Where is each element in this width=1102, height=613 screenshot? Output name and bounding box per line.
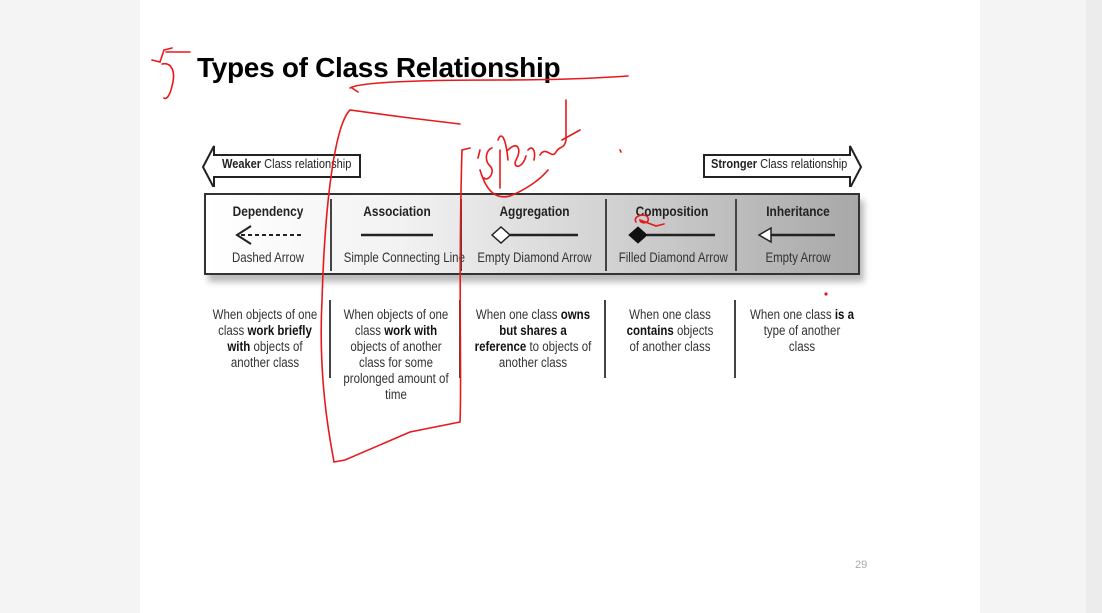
column-header: Inheritance [766,203,830,219]
column-header: Composition [635,203,709,219]
divider [605,199,607,271]
notation-label: Empty Arrow [765,249,831,265]
relationship-band: Dependency Dashed Arrow Association Simp… [204,193,860,275]
empty-arrow-icon [757,226,835,244]
column-inheritance: Inheritance Empty Arrow [737,195,859,273]
line-icon [361,233,433,237]
column-header: Association [363,203,431,219]
empty-diamond-icon [490,225,578,245]
column-header: Dependency [232,203,304,219]
slide-title: Types of Class Relationship [197,52,561,83]
description-composition: When one class contains objects of anoth… [626,307,714,354]
column-header: Aggregation [499,203,570,219]
divider [329,300,331,378]
column-dependency: Dependency Dashed Arrow [206,195,330,273]
description-dependency: When objects of one class work briefly w… [212,307,318,370]
stronger-label: Stronger Class relationship [711,156,848,171]
divider [330,199,332,271]
divider [460,199,462,271]
weaker-label: Weaker Class relationship [222,156,352,171]
divider [604,300,606,378]
column-composition: Composition Filled Diamond Arrow [607,195,737,273]
notation-label: Simple Connecting Line [343,249,465,265]
description-association: When objects of one class work with obje… [343,307,449,402]
notation-label: Dashed Arrow [231,249,305,265]
dashed-arrow-icon [235,225,303,245]
column-association: Association Simple Connecting Line [332,195,465,273]
notation-label: Empty Diamond Arrow [477,249,592,265]
notation-label: Filled Diamond Arrow [618,249,728,265]
divider [735,199,737,271]
description-inheritance: When one class is a type of another clas… [750,307,854,354]
divider [459,300,461,378]
filled-diamond-icon [628,226,715,244]
column-aggregation: Aggregation Empty Diamond Arrow [462,195,607,273]
stronger-arrow-icon [703,145,862,187]
page-number: 29 [855,559,868,571]
description-aggregation: When one class owns but shares a referen… [474,307,592,370]
scrollbar[interactable] [1086,0,1102,613]
divider [734,300,736,378]
